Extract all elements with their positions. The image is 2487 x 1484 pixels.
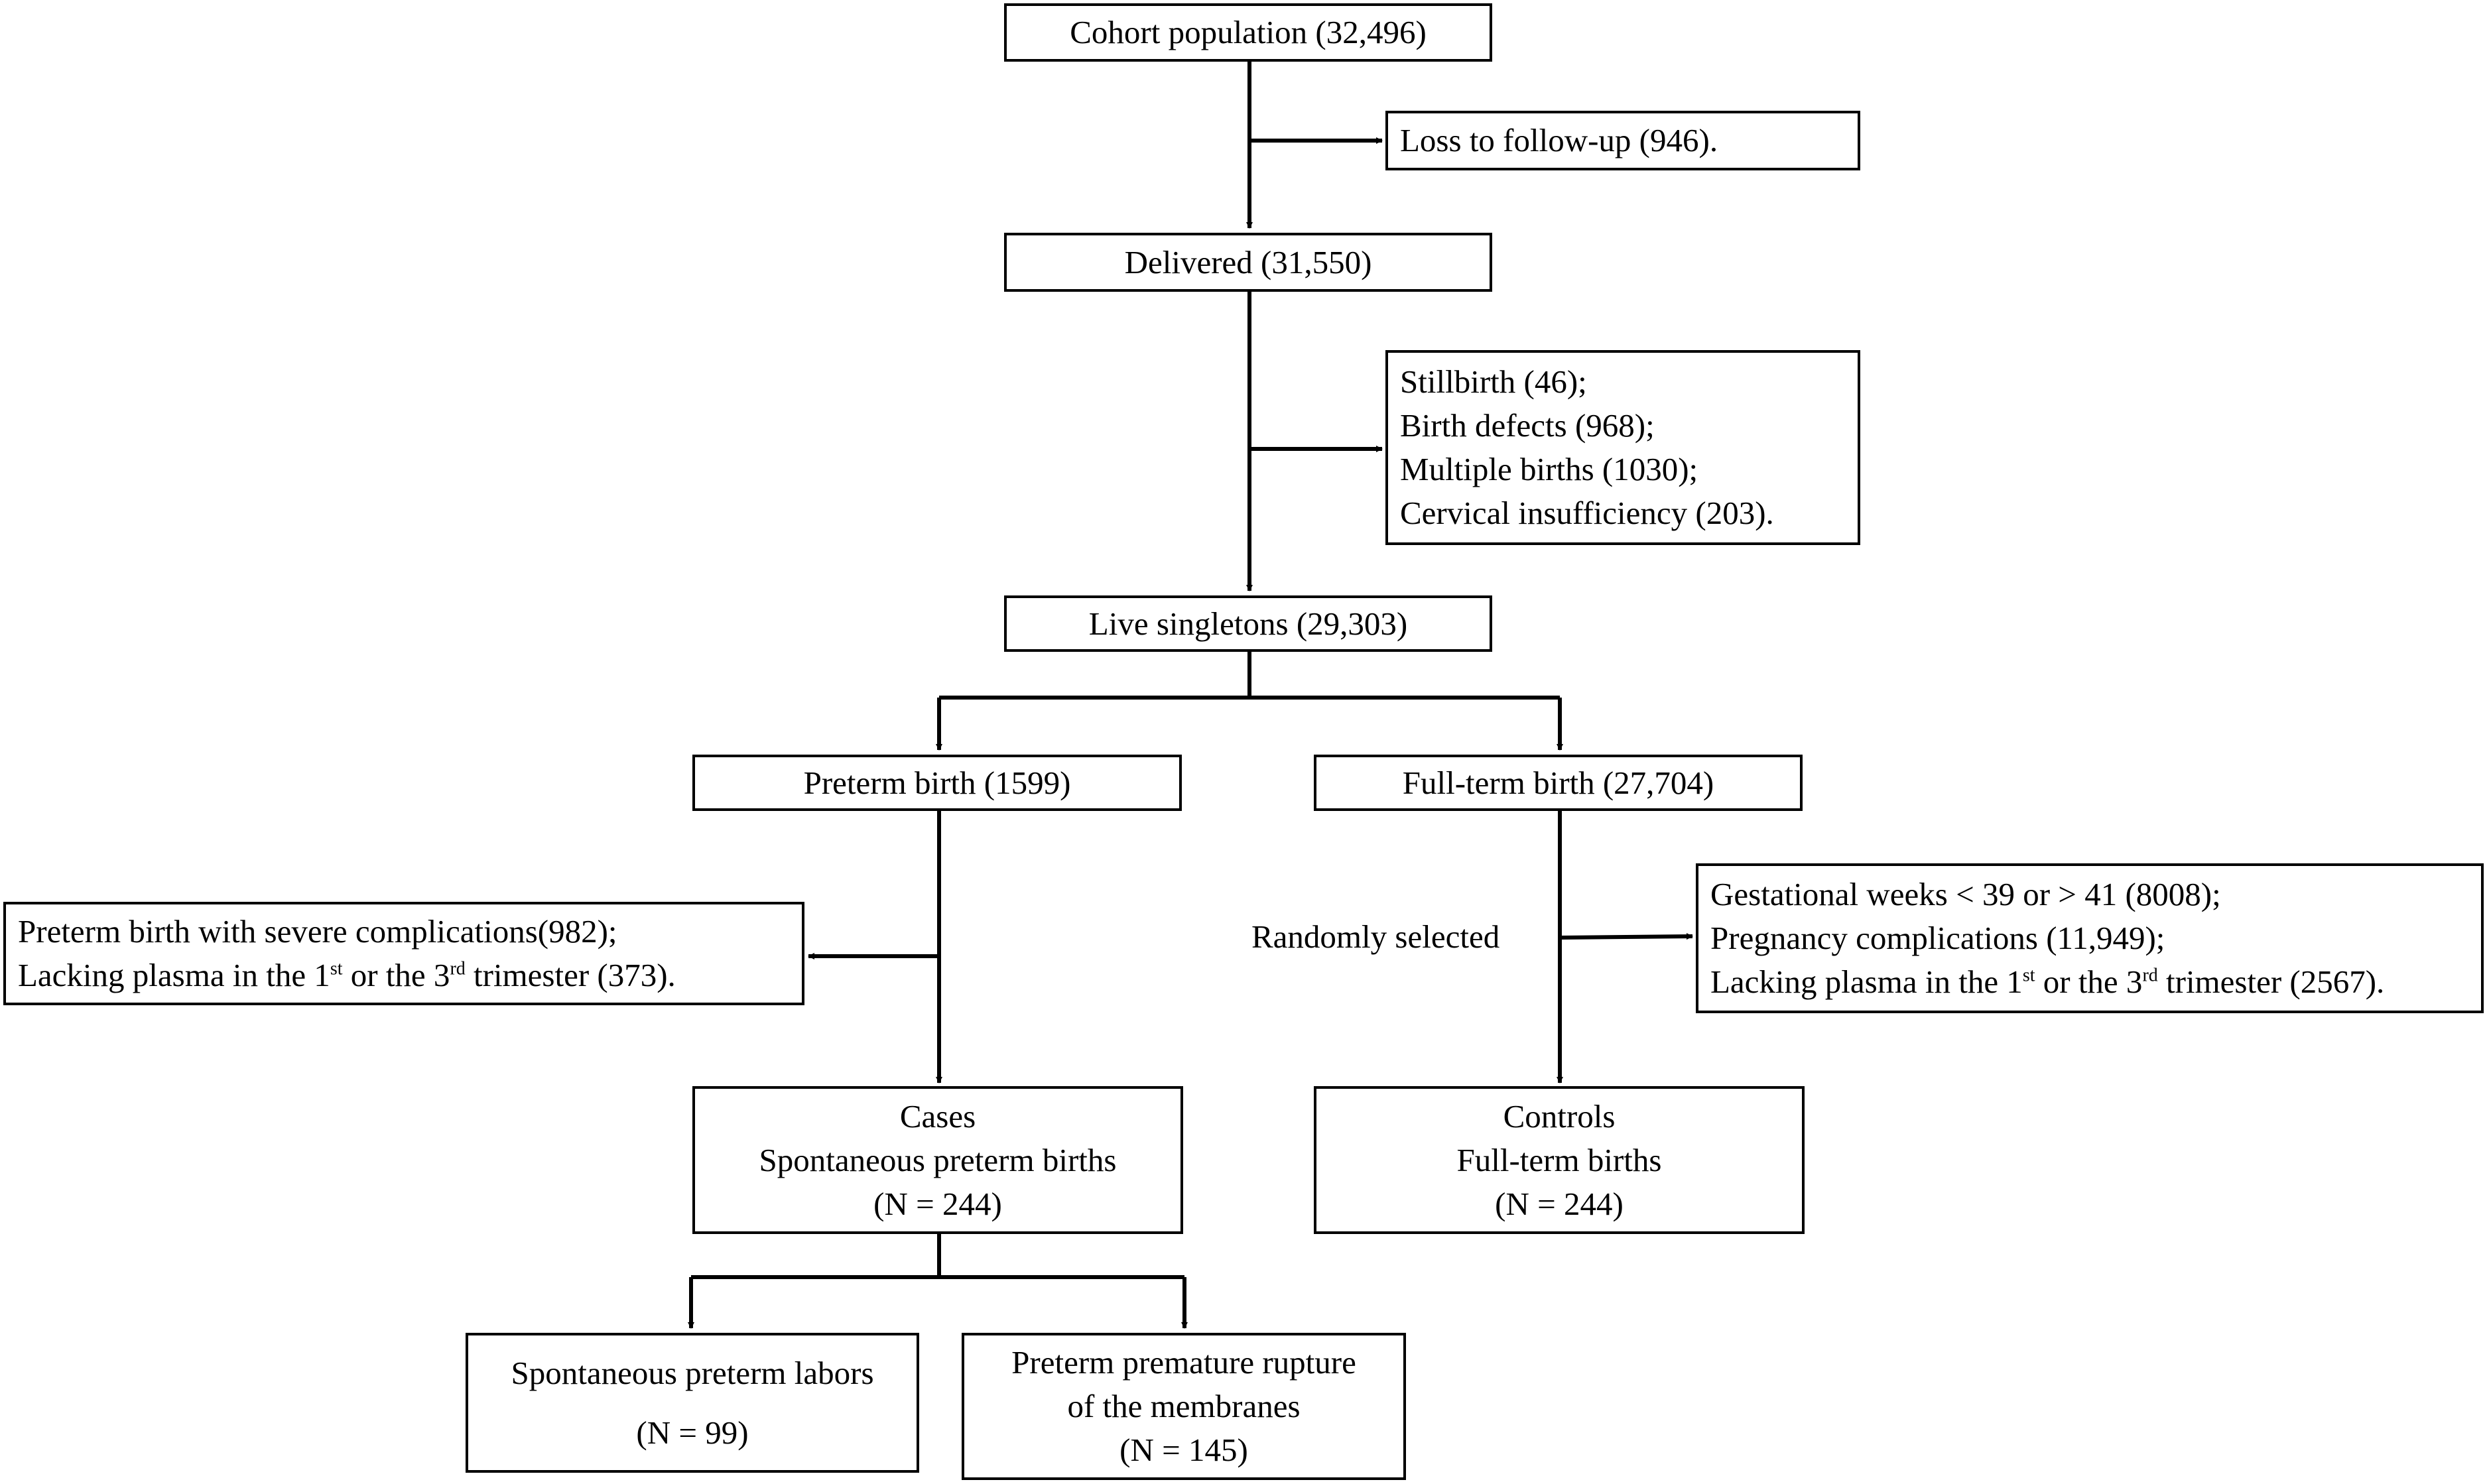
box-text: (N = 244): [1495, 1185, 1624, 1222]
box-text: Pregnancy complications (11,949);: [1710, 920, 2165, 956]
box-text: Controls: [1503, 1097, 1616, 1135]
box-preterm-birth: Preterm birth (1599): [692, 755, 1182, 811]
box-text: Full-term births: [1456, 1141, 1662, 1178]
box-text: Delivered (31,550): [1124, 243, 1372, 280]
box-exclusion-full-term: Gestational weeks < 39 or > 41 (8008); P…: [1696, 863, 2484, 1013]
box-text-with-superscript: Lacking plasma in the 1st or the 3rd tri…: [18, 954, 676, 997]
box-text-with-superscript: Lacking plasma in the 1st or the 3rd tri…: [1710, 960, 2384, 1004]
box-text: (N = 244): [873, 1185, 1002, 1222]
text-part: Lacking plasma in the 1: [18, 957, 330, 993]
box-delivered: Delivered (31,550): [1004, 233, 1492, 292]
box-text: Loss to follow-up (946).: [1400, 122, 1718, 158]
box-pprom: Preterm premature rupture of the membran…: [962, 1333, 1406, 1480]
box-text: Birth defects (968);: [1400, 407, 1655, 444]
text-part: Lacking plasma in the 1: [1710, 963, 2023, 1000]
box-live-singletons: Live singletons (29,303): [1004, 595, 1492, 652]
box-exclusion-preterm: Preterm birth with severe complications(…: [3, 902, 804, 1005]
box-loss-to-follow-up: Loss to follow-up (946).: [1385, 111, 1860, 170]
box-text: Multiple births (1030);: [1400, 451, 1698, 487]
text-part: trimester (373).: [465, 957, 676, 993]
box-text: Cervical insufficiency (203).: [1400, 495, 1774, 531]
box-text: Gestational weeks < 39 or > 41 (8008);: [1710, 876, 2221, 912]
box-text: Cohort population (32,496): [1070, 14, 1427, 50]
text-part: or the 3: [342, 957, 450, 993]
box-text: Preterm birth with severe complications(…: [18, 913, 617, 950]
box-text: Full-term birth (27,704): [1402, 764, 1714, 801]
box-text: Spontaneous preterm labors: [511, 1354, 874, 1391]
box-exclusion-stillbirth-defects: Stillbirth (46); Birth defects (968); Mu…: [1385, 350, 1860, 545]
text-part: trimester (2567).: [2157, 963, 2385, 1000]
superscript: rd: [450, 958, 466, 979]
box-text: Stillbirth (46);: [1400, 363, 1587, 400]
box-cohort-population: Cohort population (32,496): [1004, 3, 1492, 62]
label-randomly-selected: Randomly selected: [1251, 918, 1500, 955]
box-full-term-birth: Full-term birth (27,704): [1314, 755, 1803, 811]
box-text: of the membranes: [1067, 1388, 1301, 1424]
text-part: or the 3: [2035, 963, 2143, 1000]
box-cases: Cases Spontaneous preterm births (N = 24…: [692, 1086, 1183, 1234]
box-text: Live singletons (29,303): [1088, 605, 1408, 642]
superscript: st: [2022, 965, 2035, 986]
box-controls: Controls Full-term births (N = 244): [1314, 1086, 1805, 1234]
box-spontaneous-preterm-labors: Spontaneous preterm labors (N = 99): [466, 1333, 919, 1473]
box-text: Preterm birth (1599): [803, 764, 1071, 801]
box-text: Spontaneous preterm births: [759, 1141, 1117, 1178]
superscript: rd: [2142, 965, 2158, 986]
box-text: Preterm premature rupture: [1011, 1344, 1356, 1381]
box-text: (N = 145): [1119, 1432, 1248, 1468]
box-text: Cases: [899, 1097, 976, 1135]
superscript: st: [330, 958, 343, 979]
arrow-to-exclusion-fullterm: [1559, 933, 1693, 940]
box-text: (N = 99): [636, 1414, 749, 1451]
